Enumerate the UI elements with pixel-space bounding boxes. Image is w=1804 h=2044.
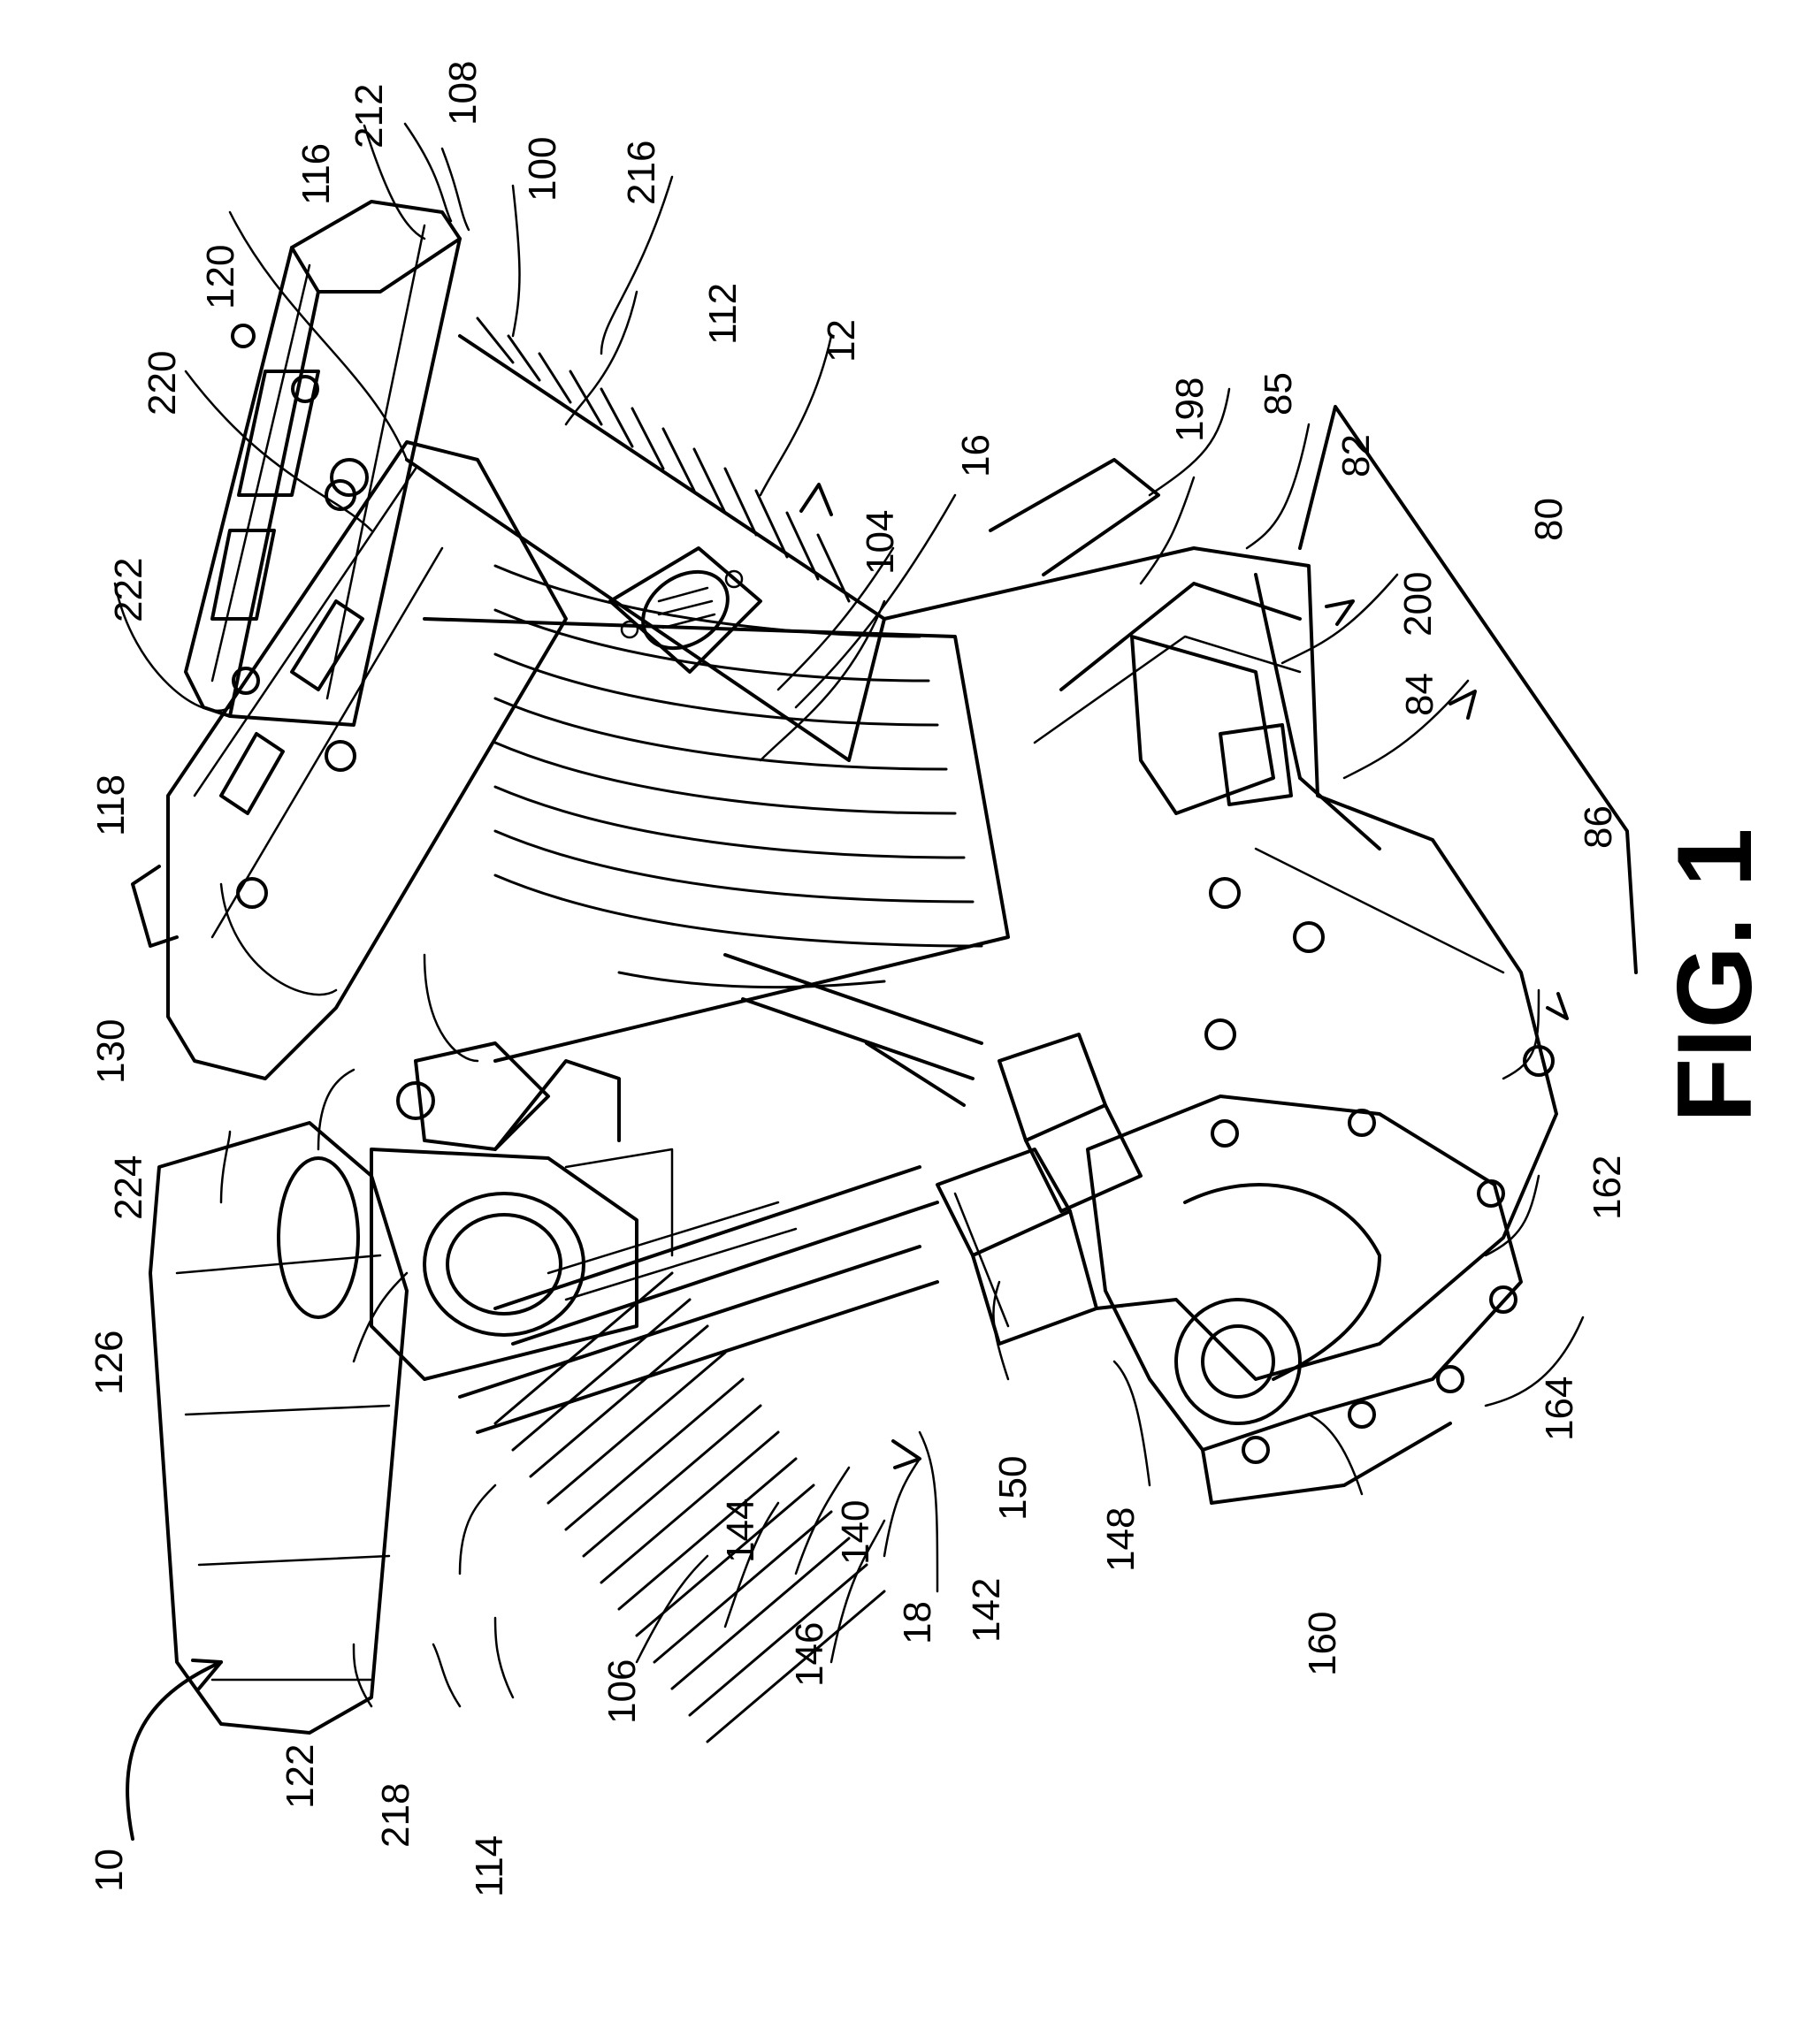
- ref-118: 118: [89, 774, 133, 836]
- pushrods: [458, 953, 983, 1434]
- ref-12: 12: [820, 319, 863, 362]
- ref-160: 160: [1301, 1612, 1344, 1676]
- exhaust-port: [608, 546, 762, 674]
- cam-cover: [1086, 1094, 1523, 1505]
- ref-82: 82: [1334, 434, 1378, 477]
- ref-222: 222: [107, 558, 150, 622]
- ref-85: 85: [1257, 372, 1300, 416]
- front-cylinder-fins: [423, 564, 1010, 1063]
- lower-cylinder-fins: [493, 1271, 886, 1743]
- rear-cylinder-fins: [405, 317, 886, 762]
- ref-80: 80: [1527, 498, 1571, 541]
- ref-100: 100: [521, 137, 564, 202]
- ref-198: 198: [1168, 378, 1212, 442]
- reference-labels: 10 12 16 18 80 82 84 85 86 100 104 106 1…: [88, 61, 1629, 1897]
- ref-148: 148: [1099, 1507, 1143, 1572]
- ref-120: 120: [199, 245, 242, 309]
- ref-218: 218: [374, 1783, 417, 1848]
- ref-220: 220: [141, 351, 184, 416]
- ref-144: 144: [719, 1499, 762, 1563]
- ref-212: 212: [348, 84, 391, 149]
- ref-130: 130: [89, 1019, 133, 1084]
- ref-146: 146: [788, 1622, 831, 1687]
- ref-112: 112: [701, 283, 745, 345]
- ref-162: 162: [1586, 1155, 1629, 1220]
- ref-122: 122: [279, 1744, 322, 1809]
- throttle-body: [370, 1041, 674, 1381]
- ref-116: 116: [294, 143, 338, 205]
- ref-86: 86: [1577, 805, 1620, 849]
- rear-cylinder-head: [184, 200, 462, 727]
- ref-18: 18: [896, 1601, 939, 1644]
- ref-16: 16: [954, 434, 998, 477]
- crankcase: [883, 458, 1558, 1381]
- ref-150: 150: [991, 1456, 1035, 1521]
- figure-title: FIG. 1: [1655, 828, 1774, 1123]
- front-cylinder-head: [131, 440, 568, 1080]
- ref-126: 126: [88, 1331, 131, 1395]
- ref-142: 142: [965, 1578, 1008, 1643]
- ref-84: 84: [1398, 673, 1441, 716]
- ref-140: 140: [834, 1500, 877, 1565]
- ref-224: 224: [107, 1155, 150, 1220]
- ref-10: 10: [88, 1849, 131, 1892]
- group-bracket-80: [1298, 405, 1638, 974]
- ref-104: 104: [859, 510, 902, 575]
- lifter-blocks: [936, 1033, 1143, 1346]
- ref-106: 106: [600, 1659, 644, 1724]
- ref-164: 164: [1538, 1377, 1581, 1441]
- ref-108: 108: [441, 61, 485, 126]
- lower-rocker-cover: [149, 1121, 409, 1735]
- ref-200: 200: [1396, 572, 1440, 637]
- leader-lines: [113, 122, 1585, 1841]
- ref-216: 216: [620, 141, 663, 205]
- ref-114: 114: [468, 1835, 511, 1897]
